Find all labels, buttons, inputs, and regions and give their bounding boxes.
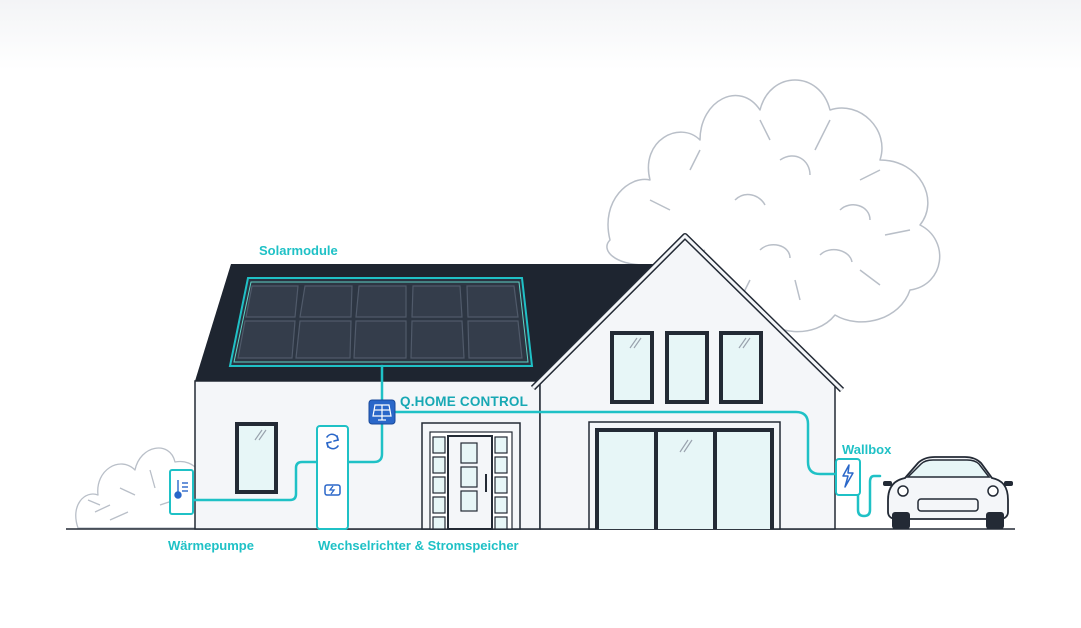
thermometer-icon bbox=[174, 480, 188, 499]
label-qhome-control: Q.HOME CONTROL bbox=[400, 394, 529, 409]
inverter-battery bbox=[316, 425, 349, 530]
control-box bbox=[368, 399, 396, 425]
label-inverter-storage: Wechselrichter & Stromspeicher bbox=[318, 538, 519, 553]
wallbox bbox=[835, 458, 861, 496]
cycle-icon bbox=[326, 433, 339, 450]
patio-doors bbox=[588, 421, 781, 530]
heat-pump bbox=[169, 469, 194, 515]
label-heat-pump: Wärmepumpe bbox=[168, 538, 254, 553]
energy-cables bbox=[191, 364, 882, 518]
car bbox=[883, 456, 1013, 529]
battery-icon bbox=[324, 484, 341, 496]
label-solar-modules: Solarmodule bbox=[259, 243, 338, 258]
window-left bbox=[235, 422, 278, 494]
lightning-icon bbox=[842, 464, 854, 488]
label-wallbox: Wallbox bbox=[842, 442, 892, 457]
gable-windows bbox=[610, 331, 763, 404]
solar-modules bbox=[228, 277, 534, 367]
solar-panel-icon bbox=[372, 404, 392, 421]
front-door bbox=[421, 422, 521, 530]
